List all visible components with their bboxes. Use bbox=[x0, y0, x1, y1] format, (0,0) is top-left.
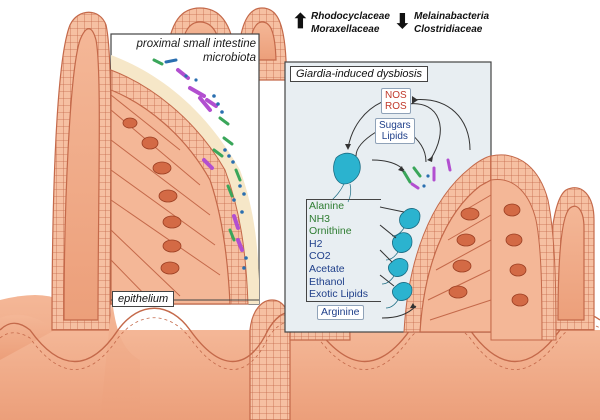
increased-taxon: Moraxellaceae bbox=[311, 24, 380, 35]
tissue-bottom bbox=[0, 330, 600, 420]
bacteria-left bbox=[152, 58, 244, 252]
metabolite-item: Acetate bbox=[309, 262, 345, 275]
metabolite-item: CO2 bbox=[309, 250, 331, 263]
microbiota-panel-title: proximal small intestine microbiota bbox=[124, 37, 256, 65]
lipids-label: Lipids bbox=[381, 131, 408, 142]
increased-taxon: Rhodocyclaceae bbox=[311, 11, 390, 22]
arrowheads bbox=[345, 96, 433, 308]
metabolite-item: Exotic Lipids bbox=[309, 288, 368, 301]
epithelium-label: epithelium bbox=[112, 291, 175, 307]
metabolite-item: NH3 bbox=[309, 212, 331, 225]
bacteria-right bbox=[402, 158, 452, 190]
metabolite-item: H2 bbox=[309, 237, 323, 250]
increased-taxa: Rhodocyclaceae Moraxellaceae bbox=[311, 10, 390, 36]
metabolite-item: Ornithine bbox=[309, 225, 352, 238]
down-arrow-icon: ⬇ bbox=[394, 11, 411, 33]
arginine-chip: Arginine bbox=[317, 305, 364, 320]
ros-label: ROS bbox=[385, 101, 407, 112]
decreased-taxa: Melainabacteria Clostridiaceae bbox=[414, 10, 489, 36]
giardia-icons bbox=[333, 152, 421, 301]
nos-label: NOS bbox=[385, 90, 407, 101]
giardia-flagella bbox=[331, 183, 405, 309]
sugars-label: Sugars bbox=[379, 120, 411, 131]
microbiota-title-line2: microbiota bbox=[202, 52, 256, 64]
decreased-taxon: Melainabacteria bbox=[414, 11, 490, 22]
decreased-taxon: Clostridiaceae bbox=[414, 24, 483, 35]
metabolite-item: Ethanol bbox=[309, 275, 345, 288]
microbiota-title-line1: proximal small intestine bbox=[136, 38, 256, 50]
nos-ros-chip: NOS ROS bbox=[381, 88, 411, 114]
up-arrow-icon: ⬆ bbox=[292, 11, 309, 33]
cocci-left bbox=[184, 74, 248, 270]
dysbiosis-panel-title: Giardia-induced dysbiosis bbox=[290, 66, 428, 82]
metabolite-item: Alanine bbox=[309, 200, 345, 212]
nuclei bbox=[122, 117, 182, 275]
sugars-lipids-chip: Sugars Lipids bbox=[375, 118, 415, 144]
right-nuclei bbox=[448, 203, 529, 307]
metabolite-list: Alanine NH3 Ornithine H2 CO2 Acetate Eth… bbox=[306, 199, 381, 302]
